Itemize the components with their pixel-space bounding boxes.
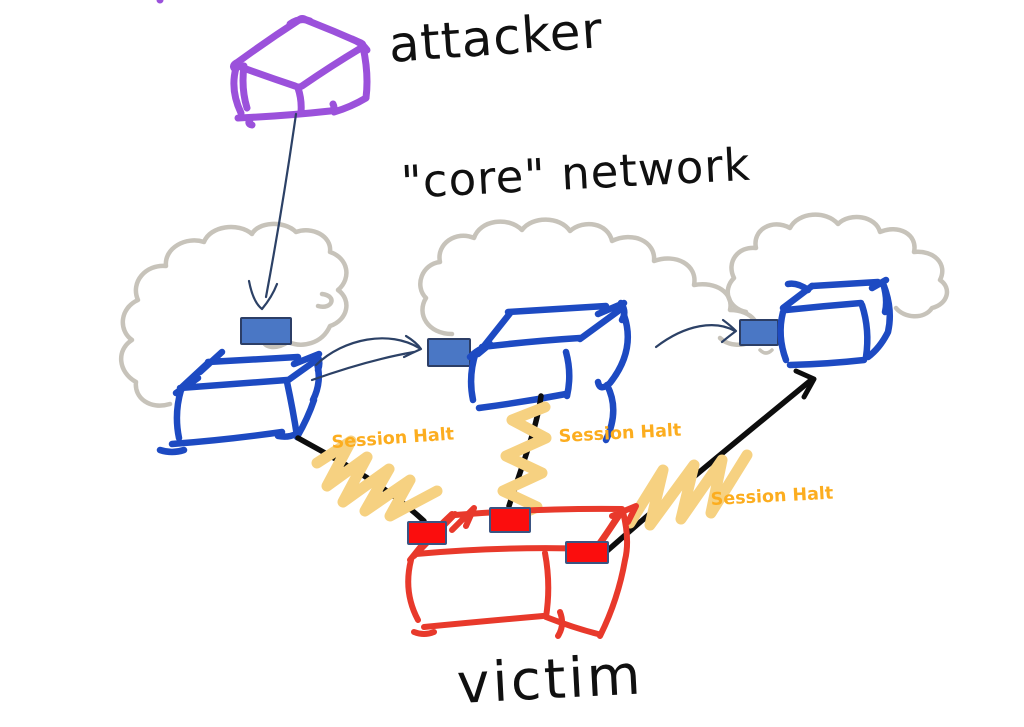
victim-box-sketch: [413, 505, 626, 559]
right-router-port: [739, 319, 779, 346]
left-cloud-icon: [119, 221, 349, 408]
core-router-left-node: [156, 317, 323, 456]
right-cloud-icon: [725, 212, 950, 355]
cloud-sketch-stroke: [418, 217, 760, 347]
middle-to-right-arrow: [654, 318, 738, 349]
router-box-sketch: [283, 357, 323, 441]
attacker-box-sketch: [286, 16, 371, 54]
router-box-sketch: [466, 344, 570, 412]
router-box-sketch: [480, 299, 628, 350]
attacker-label: attacker: [387, 1, 605, 74]
session-line-middle: [493, 393, 552, 530]
router-box-sketch: [864, 282, 894, 361]
core-network-label: "core" network: [400, 138, 752, 209]
victim-box-sketch: [405, 557, 546, 637]
victim-port-right: [565, 541, 609, 564]
attacker-box-sketch: [230, 15, 367, 91]
victim-node: [405, 503, 639, 639]
session-halt-squiggle-right: [624, 449, 753, 531]
attacker-box-sketch: [156, 0, 256, 129]
attacker-to-core-arrow: [247, 112, 298, 311]
left-router-port: [240, 317, 292, 345]
cloud-sketch-stroke: [119, 221, 349, 408]
victim-label: victim: [455, 642, 645, 716]
session-line-stroke: [604, 378, 813, 554]
victim-port-left: [407, 521, 447, 545]
victim-box-sketch: [407, 503, 639, 563]
router-box-sketch: [779, 282, 865, 314]
left-to-middle-arrow: [310, 334, 423, 382]
arrow-head-icon: [402, 334, 423, 359]
arrow-shaft: [310, 337, 421, 382]
core-router-right-node: [739, 276, 894, 369]
router-box-sketch: [784, 276, 890, 316]
arrow-head-icon: [247, 279, 279, 311]
arrow-head-icon: [793, 368, 817, 400]
core-router-middle-node: [427, 299, 632, 444]
session-line-right: [604, 368, 817, 554]
middle-router-port: [427, 338, 471, 367]
attacker-node: [156, 0, 371, 129]
session-halt-label-middle: Session Halt: [558, 421, 682, 447]
router-box-sketch: [562, 311, 632, 444]
router-box-sketch: [156, 386, 300, 456]
session-halt-squiggle-middle: [493, 401, 552, 530]
session-line-left: [295, 435, 443, 524]
attacker-box-sketch: [230, 64, 338, 122]
session-halt-label-left: Session Halt: [331, 424, 455, 453]
attacker-box-sketch: [239, 43, 371, 116]
arrow-shaft: [654, 324, 737, 349]
middle-cloud-icon: [418, 217, 760, 347]
victim-box-sketch: [542, 509, 631, 639]
victim-port-top: [489, 507, 531, 533]
arrow-shaft: [264, 112, 298, 299]
router-box-sketch: [777, 301, 871, 369]
session-halt-squiggle-left: [311, 435, 443, 522]
cloud-sketch-stroke: [758, 348, 774, 355]
arrow-head-icon: [720, 318, 738, 344]
router-box-sketch: [172, 358, 291, 397]
cloud-sketch-stroke: [725, 212, 950, 319]
